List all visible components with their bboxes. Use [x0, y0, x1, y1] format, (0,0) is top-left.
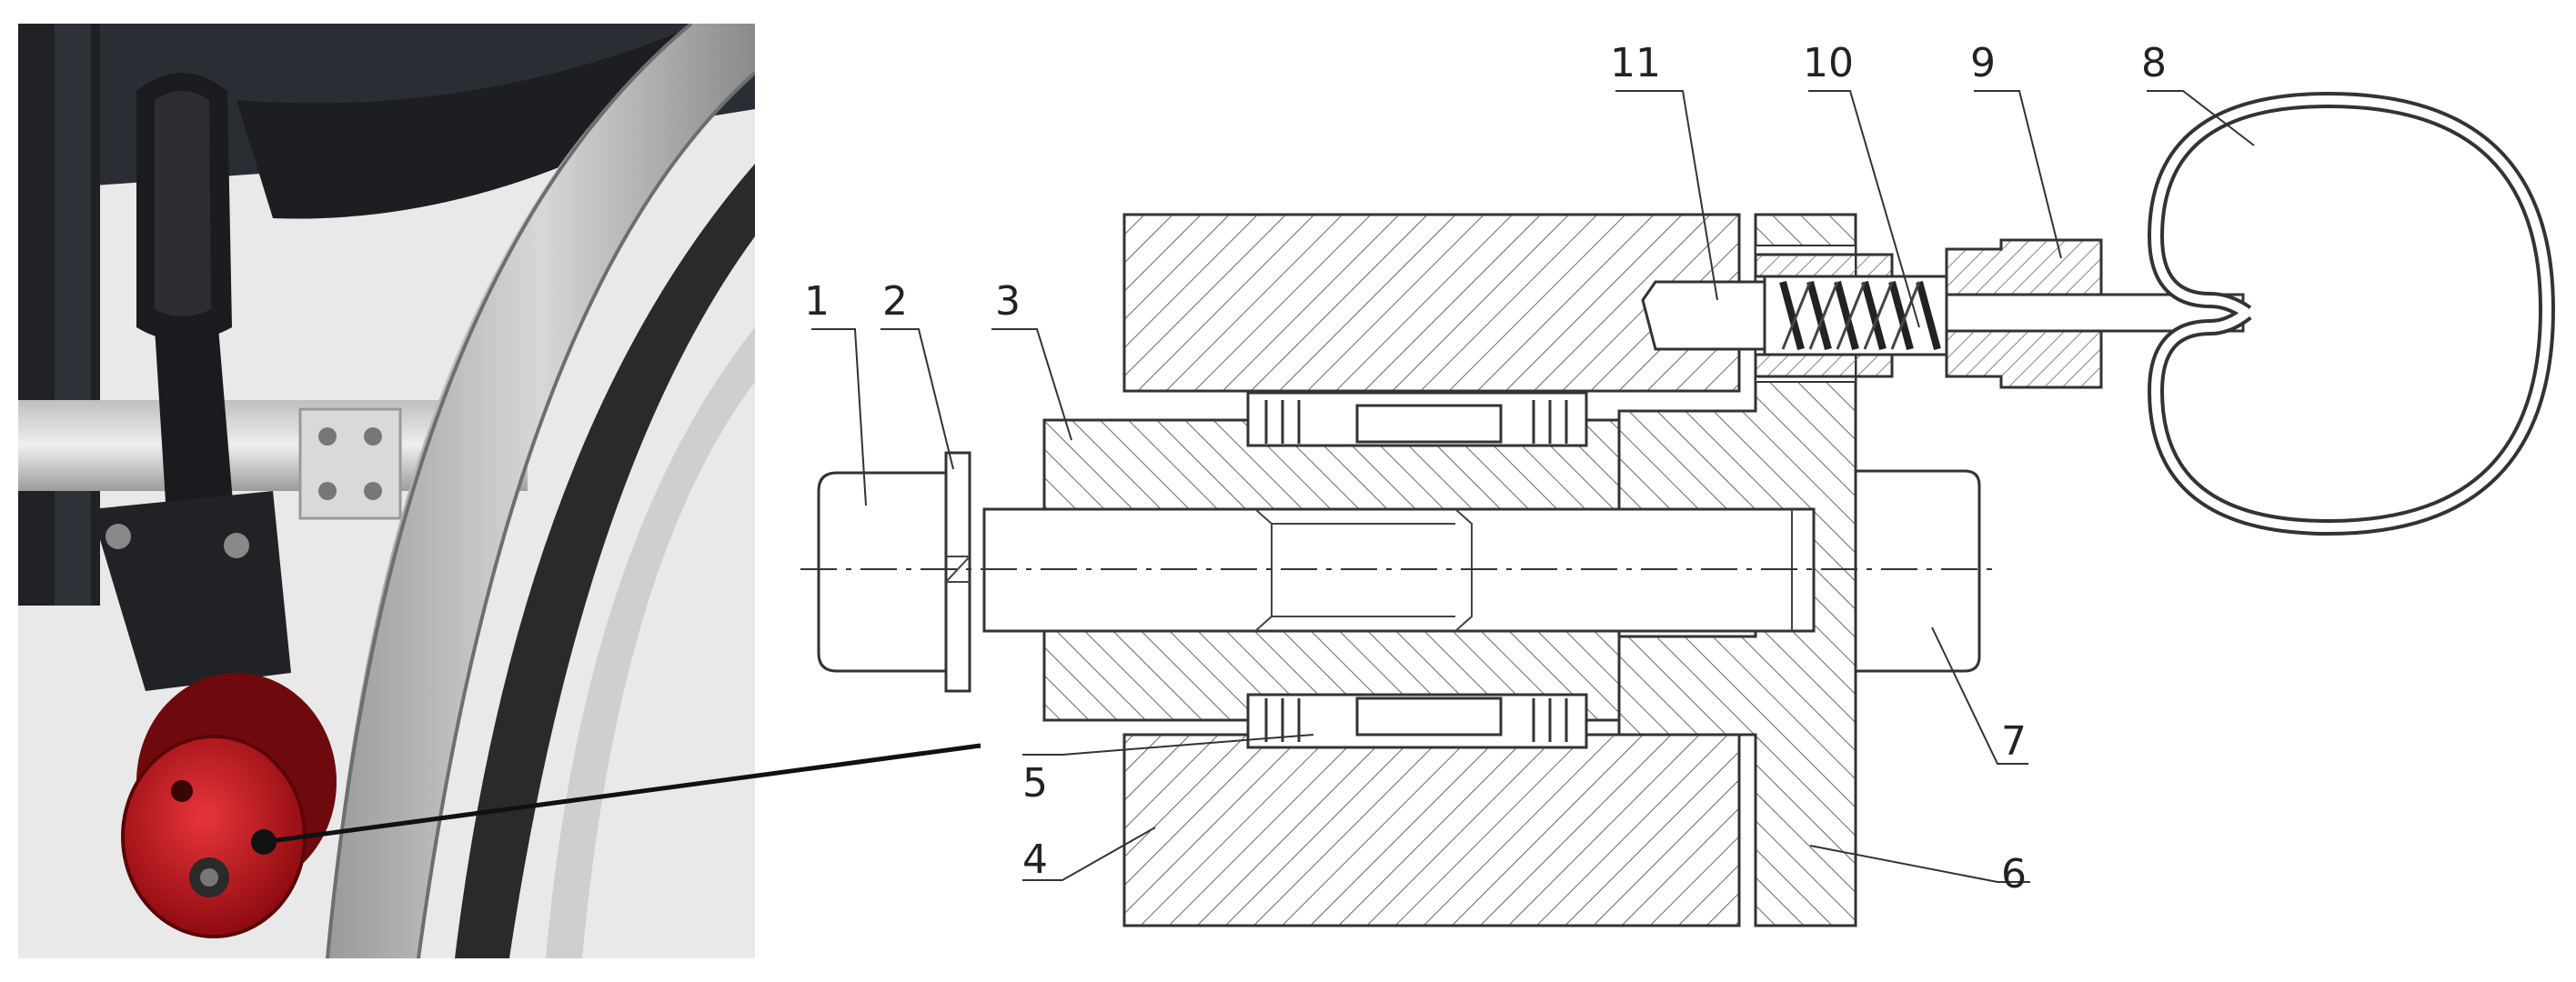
- part-7-nut: [1854, 469, 1981, 673]
- callout-4: 4: [1022, 837, 1048, 883]
- wheelchair-brake-photo: [18, 24, 755, 958]
- callout-10: 10: [1803, 40, 1854, 86]
- part-1-bolt-head: [817, 471, 955, 673]
- part-10-spring: [1763, 275, 1948, 356]
- part-11-pin: [1641, 280, 1766, 351]
- callout-7: 7: [2001, 718, 2027, 765]
- callout-8: 8: [2141, 40, 2167, 86]
- callout-5: 5: [1022, 760, 1048, 807]
- callout-2: 2: [882, 278, 908, 325]
- part-2-washer: [944, 451, 971, 693]
- callout-9: 9: [1970, 40, 1996, 86]
- callout-3: 3: [995, 278, 1021, 325]
- part-5-bearing: [1246, 391, 1588, 749]
- part-4-block-upper: [1122, 213, 1741, 393]
- callout-11: 11: [1610, 40, 1661, 86]
- photo-leader-line: [263, 743, 981, 845]
- part-4-block-lower: [1122, 733, 1741, 927]
- assembly-drawing: 1 2 3 11 10 9 8 5 4 7 6: [800, 40, 2556, 927]
- callout-1: 1: [804, 278, 830, 325]
- leader-lines: [811, 90, 2255, 883]
- callout-6: 6: [2001, 851, 2027, 897]
